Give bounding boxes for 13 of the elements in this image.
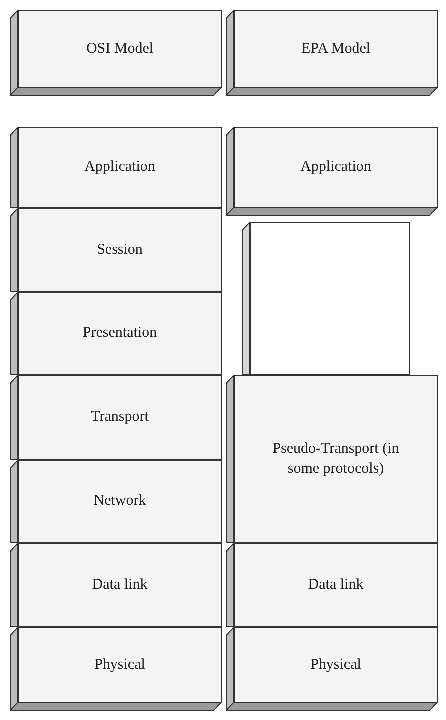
layer-name: OSI Model <box>86 40 154 59</box>
layer-name: Application <box>84 158 156 178</box>
layer-name: Data link <box>308 576 364 595</box>
layer-name: EPA Model <box>301 40 371 59</box>
layer-name: Data link <box>92 576 148 595</box>
layer-name: Presentation <box>82 324 158 344</box>
layer-name: Transport <box>91 408 149 428</box>
layer-name: Pseudo-Transport (in some protocols) <box>272 440 400 479</box>
layer-name: Network <box>94 492 146 512</box>
layer-name: Session <box>97 240 143 260</box>
layer-name: Physical <box>94 656 146 675</box>
layer-name: Physical <box>310 656 362 675</box>
layer-name: Application <box>300 158 372 178</box>
